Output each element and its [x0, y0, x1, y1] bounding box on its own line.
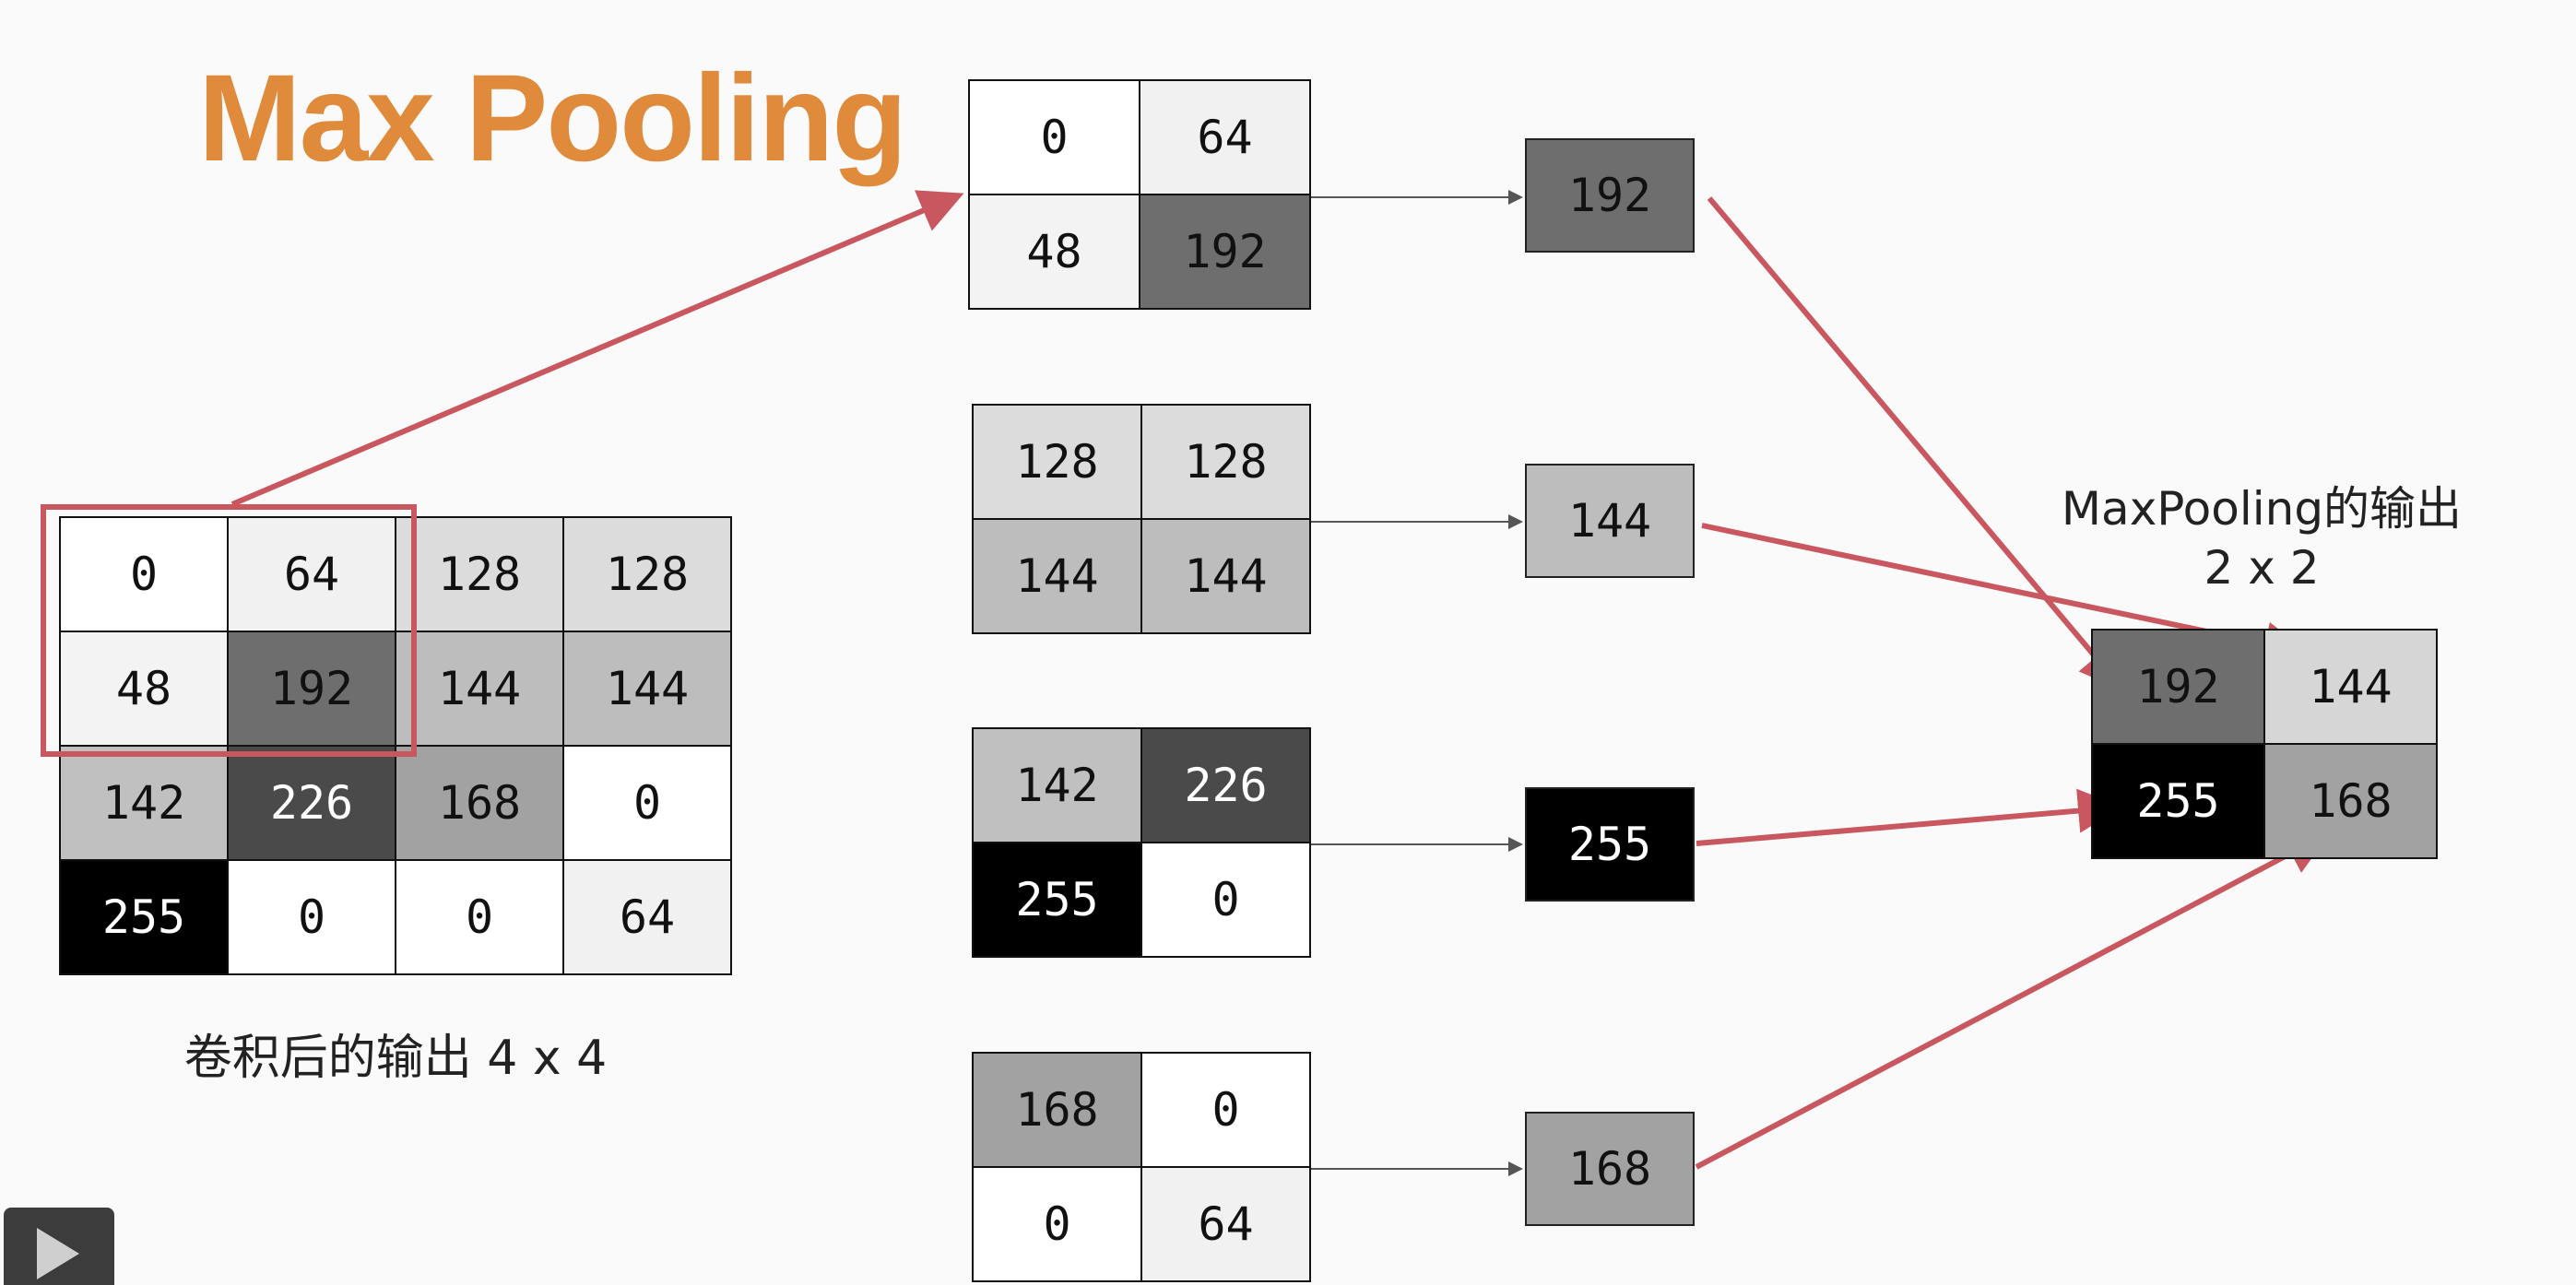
- pool-cell: 168: [974, 1054, 1140, 1166]
- pool-cell: 144: [974, 520, 1140, 632]
- pool-cell: 0: [970, 81, 1139, 194]
- conv-cell: 64: [229, 518, 395, 631]
- output-label-title: MaxPooling的输出: [2061, 482, 2463, 536]
- conv-cell: 142: [61, 747, 227, 859]
- output-cell: 255: [2093, 745, 2263, 857]
- output-label-size: 2 x 2: [2204, 541, 2320, 595]
- conv-cell: 128: [564, 518, 730, 631]
- max-value-box: 192: [1525, 138, 1695, 253]
- output-label: MaxPooling的输出 2 x 2: [1999, 479, 2524, 597]
- pool-cell: 0: [1142, 843, 1309, 956]
- output-cell: 168: [2265, 745, 2436, 857]
- conv-output-grid: 0 64 128 128 48 192 144 144 142 226 168 …: [59, 516, 732, 975]
- max-value-box: 144: [1525, 464, 1695, 578]
- conv-output-label: 卷积后的输出 4 x 4: [183, 1031, 608, 1086]
- page-title: Max Pooling: [198, 50, 907, 187]
- pool-cell: 192: [1140, 195, 1309, 308]
- result-arrow-192: [1707, 196, 2124, 691]
- output-cell: 144: [2265, 631, 2436, 743]
- pool-block-1: 0 64 48 192: [968, 79, 1311, 310]
- conv-cell: 168: [396, 747, 562, 859]
- pool-block-4: 168 0 0 64: [972, 1052, 1311, 1282]
- pool-cell: 64: [1142, 1168, 1309, 1280]
- conv-cell: 128: [396, 518, 562, 631]
- result-arrow-255: [1696, 788, 2122, 846]
- pool-cell: 128: [1142, 406, 1309, 518]
- result-arrow-168: [1695, 832, 2331, 1170]
- conv-cell: 0: [229, 861, 395, 973]
- pool-cell: 226: [1142, 729, 1309, 842]
- play-button[interactable]: [4, 1208, 114, 1285]
- pool-cell: 0: [1142, 1054, 1309, 1166]
- play-icon: [37, 1228, 79, 1279]
- conv-cell: 255: [61, 861, 227, 973]
- conv-cell: 144: [396, 632, 562, 745]
- max-value-box: 168: [1525, 1112, 1695, 1226]
- conv-cell: 144: [564, 632, 730, 745]
- max-value-box: 255: [1525, 787, 1695, 902]
- output-cell: 192: [2093, 631, 2263, 743]
- conv-cell: 0: [61, 518, 227, 631]
- pool-cell: 48: [970, 195, 1139, 308]
- conv-cell: 0: [564, 747, 730, 859]
- maxpool-output-grid: 192 144 255 168: [2091, 629, 2438, 859]
- conv-cell: 64: [564, 861, 730, 973]
- pool-cell: 142: [974, 729, 1140, 842]
- pool-cell: 0: [974, 1168, 1140, 1280]
- conv-cell: 192: [229, 632, 395, 745]
- pool-block-3: 142 226 255 0: [972, 727, 1311, 958]
- pool-block-2: 128 128 144 144: [972, 404, 1311, 634]
- pool-cell: 144: [1142, 520, 1309, 632]
- pool-cell: 128: [974, 406, 1140, 518]
- conv-cell: 226: [229, 747, 395, 859]
- pool-cell: 64: [1140, 81, 1309, 194]
- conv-cell: 48: [61, 632, 227, 745]
- window-to-block-arrow: [230, 190, 964, 507]
- pool-cell: 255: [974, 843, 1140, 956]
- pooling-window-highlight: [41, 504, 417, 757]
- conv-cell: 0: [396, 861, 562, 973]
